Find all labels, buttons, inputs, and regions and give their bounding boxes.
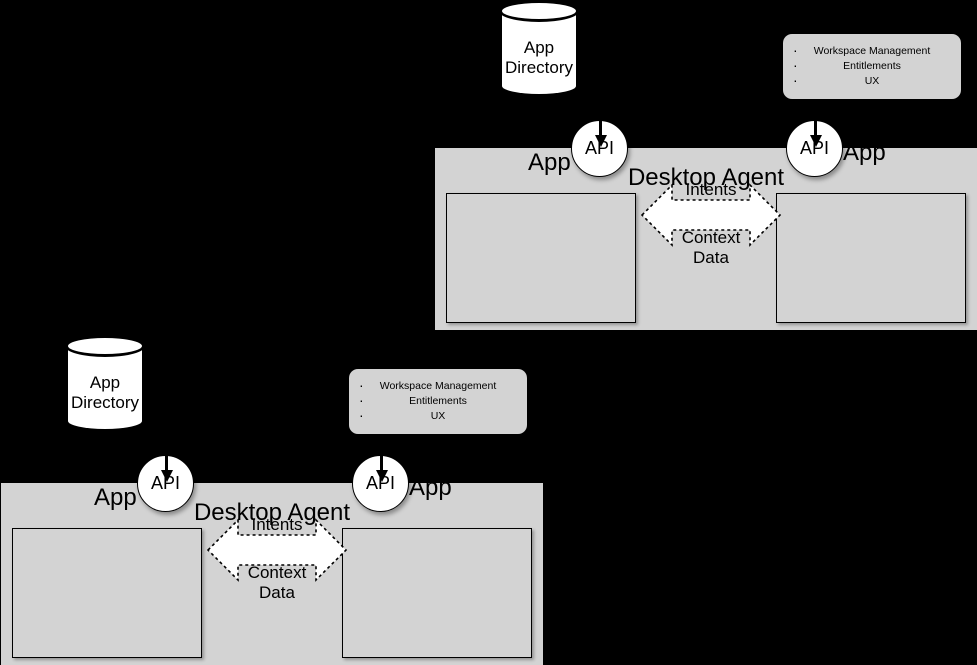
note-to-api-arrow-icon [808,112,822,148]
arrow-head [160,470,173,482]
context-data-line1: Context [247,563,307,582]
context-data-line1: Context [681,228,741,247]
context-data-line2: Data [259,583,295,602]
arrow-shaft [165,447,168,473]
app-directory-label-line1: App [523,38,555,57]
intents-label: Intents [685,180,737,199]
cylinder-top-ellipse [499,0,579,22]
context-data-label: Context Data [640,228,782,268]
app-box-right [342,528,532,658]
app-directory-label-line2: Directory [504,58,573,77]
arrow-shaft [599,112,602,138]
list-item: UX [349,408,527,424]
bidirectional-flow-arrow-icon [640,178,782,252]
capabilities-list: Workspace Management Entitlements UX [783,43,961,89]
intents-label: Intents [251,515,303,534]
architecture-panel-top: App Directory Workspace Management Entit… [435,0,977,330]
app-directory-label: App Directory [65,373,145,413]
capabilities-note-box: Workspace Management Entitlements UX [349,369,527,434]
app-box-right [776,193,966,323]
list-item: UX [783,73,961,89]
arrow-head [809,135,822,147]
app-label-left: App [94,484,137,511]
cylinder-body [65,346,145,432]
capabilities-note-box: Workspace Management Entitlements UX [783,34,961,99]
context-data-label: Context Data [206,563,348,603]
directory-to-api-arrow-icon [159,447,173,483]
arrow-shaft [814,112,817,138]
app-directory-label: App Directory [499,38,579,78]
app-directory-cylinder: App Directory [65,335,149,441]
arrow-head [594,135,607,147]
app-directory-label-line2: Directory [70,393,139,412]
bidirectional-flow-arrow-icon [206,513,348,587]
desktop-agent-title: Desktop Agent [193,499,351,526]
list-item: Entitlements [783,58,961,74]
note-to-api-arrow-icon [374,447,388,483]
arrow-shaft [380,447,383,473]
app-directory-cylinder: App Directory [499,0,583,106]
desktop-agent-container: Desktop Agent [1,483,543,665]
arrow-head [375,470,388,482]
directory-to-api-arrow-icon [593,112,607,148]
capabilities-list: Workspace Management Entitlements UX [349,378,527,424]
app-label-right: App [409,474,452,501]
list-item: Workspace Management [349,378,527,394]
context-data-line2: Data [693,248,729,267]
app-box-left [12,528,202,658]
app-directory-label-line1: App [89,373,121,392]
desktop-agent-container: Desktop Agent [435,148,977,330]
list-item: Entitlements [349,393,527,409]
app-label-left: App [528,149,571,176]
list-item: Workspace Management [783,43,961,59]
cylinder-top-ellipse [65,335,145,357]
cylinder-body [499,11,579,97]
desktop-agent-title: Desktop Agent [627,164,785,191]
architecture-panel-bottom: App Directory Workspace Management Entit… [1,217,543,665]
app-label-right: App [843,139,886,166]
app-box-left [446,193,636,323]
